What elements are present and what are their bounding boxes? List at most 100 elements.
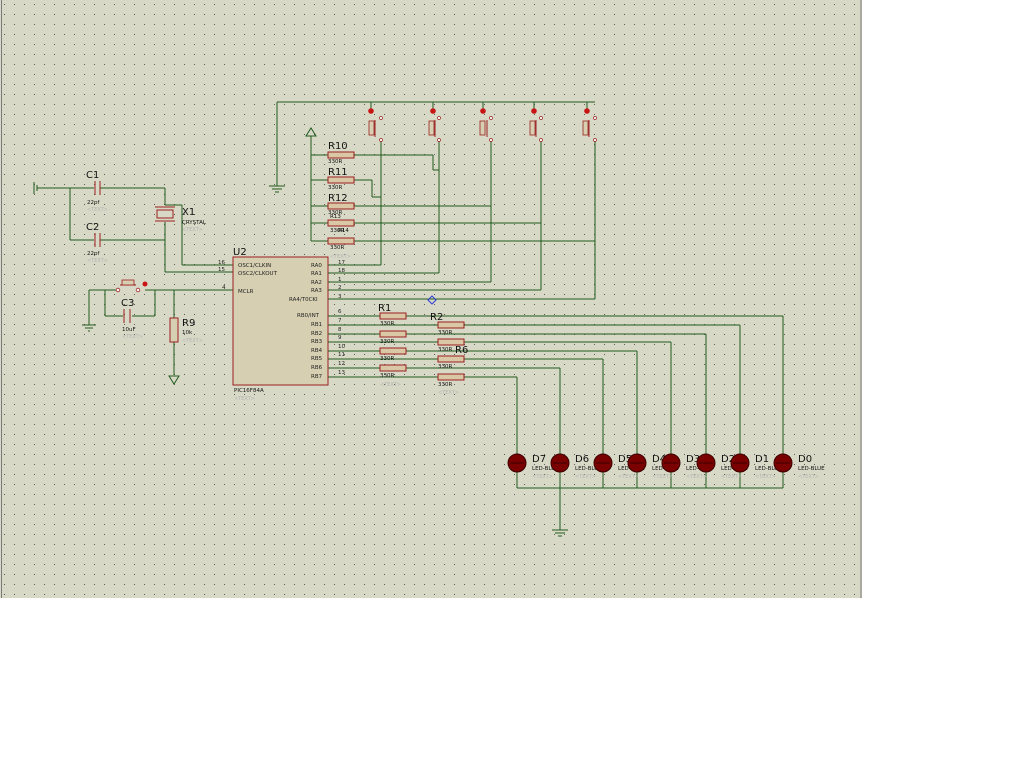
led-text: <TEXT> bbox=[532, 474, 553, 480]
led-resistor-r8[interactable] bbox=[437, 373, 465, 381]
mcu-pin-rb3-num: 9 bbox=[338, 335, 342, 341]
push-button-3[interactable] bbox=[479, 108, 493, 142]
r12-value: 330R bbox=[328, 210, 342, 216]
led-d3[interactable] bbox=[661, 453, 681, 473]
resistor-r14[interactable] bbox=[327, 237, 355, 245]
schematic-sheet[interactable]: C1 22pf <TEXT> C2 22pf <TEXT> X1 CRYSTAL… bbox=[0, 0, 862, 598]
led-ref: D0 bbox=[798, 454, 812, 465]
led-text: <TEXT> bbox=[652, 474, 673, 480]
resistor-r10[interactable] bbox=[327, 151, 355, 159]
x1-ref: X1 bbox=[182, 207, 195, 218]
led-text: <TEXT> bbox=[721, 474, 742, 480]
led-resistor-r2[interactable] bbox=[437, 321, 465, 329]
mcu-pin-osc1-name: OSC1/CLKIN bbox=[238, 263, 271, 269]
c1-ref: C1 bbox=[86, 170, 99, 181]
mcu-pin-osc1-num: 16 bbox=[218, 260, 225, 266]
c1-value: 22pf bbox=[87, 200, 100, 206]
mcu-pin-ra0-num: 17 bbox=[338, 260, 345, 266]
capacitor-c2[interactable] bbox=[94, 233, 101, 247]
led-d1[interactable] bbox=[730, 453, 750, 473]
led-d2[interactable] bbox=[696, 453, 716, 473]
crystal-x1[interactable] bbox=[155, 206, 175, 222]
led-ref: D5 bbox=[618, 454, 632, 465]
mcu-pin-ra2-name: RA2 bbox=[311, 280, 322, 286]
mcu-pin-rb3-name: RB3 bbox=[311, 339, 323, 345]
led-d0[interactable] bbox=[773, 453, 793, 473]
mcu-pin-rb1-name: RB1 bbox=[311, 322, 322, 328]
resistor-r9[interactable] bbox=[169, 317, 179, 343]
push-button-4[interactable] bbox=[529, 108, 543, 142]
led-resistor-r6[interactable] bbox=[437, 355, 465, 363]
c3-value: 10uF bbox=[122, 327, 136, 333]
resistor-r13[interactable] bbox=[327, 219, 355, 227]
c3-ref: C3 bbox=[121, 298, 134, 309]
led-resistor-r3[interactable] bbox=[379, 330, 407, 338]
led-d7[interactable] bbox=[507, 453, 527, 473]
led-text: <TEXT> bbox=[755, 474, 776, 480]
mcu-u2[interactable] bbox=[232, 256, 329, 386]
resistor-r11[interactable] bbox=[327, 176, 355, 184]
mcu-pin-ra2-num: 1 bbox=[338, 277, 342, 283]
led-wires bbox=[328, 315, 784, 488]
led-resistor-value: 330R bbox=[380, 356, 394, 362]
led-resistor-ref: R6 bbox=[455, 345, 468, 356]
mcu-pin-rb1-num: 7 bbox=[338, 318, 342, 324]
led-ref: D4 bbox=[652, 454, 666, 465]
mcu-ref: U2 bbox=[233, 247, 247, 258]
r9-text: <TEXT> bbox=[182, 338, 203, 344]
led-ref: D6 bbox=[575, 454, 589, 465]
led-resistor-r7[interactable] bbox=[379, 364, 407, 372]
led-resistor-r1[interactable] bbox=[379, 312, 407, 320]
led-d4[interactable] bbox=[627, 453, 647, 473]
probe-marker bbox=[427, 295, 437, 305]
schematic-canvas[interactable]: C1 22pf <TEXT> C2 22pf <TEXT> X1 CRYSTAL… bbox=[0, 0, 862, 598]
mcu-pin-ra1-name: RA1 bbox=[311, 271, 322, 277]
c2-text: <TEXT> bbox=[87, 258, 108, 264]
mcu-pin-rb5-name: RB5 bbox=[311, 356, 323, 362]
led-d6[interactable] bbox=[550, 453, 570, 473]
mcu-part: PIC16F84A bbox=[234, 388, 264, 394]
mcu-pin-osc2-num: 15 bbox=[218, 267, 225, 273]
mcu-pin-rb2-num: 8 bbox=[338, 327, 342, 333]
led-text: <TEXT> bbox=[798, 474, 819, 480]
led-resistor-value: 330R bbox=[380, 321, 394, 327]
led-type: LED-BLUE bbox=[532, 466, 559, 472]
mcu-pin-mclr-num: 4 bbox=[222, 285, 226, 291]
led-resistor-r4[interactable] bbox=[437, 338, 465, 346]
reset-switch[interactable] bbox=[115, 279, 148, 293]
led-resistor-value: 330R bbox=[438, 364, 452, 370]
led-type: LED-BLUE bbox=[755, 466, 782, 472]
r10-value: 330R bbox=[328, 159, 342, 165]
r9-value: 10k bbox=[182, 330, 193, 336]
led-d5[interactable] bbox=[593, 453, 613, 473]
led-resistor-r5[interactable] bbox=[379, 347, 407, 355]
capacitor-c1[interactable] bbox=[94, 181, 101, 195]
led-resistor-group: 330R330R330R330R330R330R330R330RR1R2R6<T… bbox=[378, 303, 468, 396]
r11-value: 330R bbox=[328, 185, 342, 191]
mcu-pin-rb4-name: RB4 bbox=[311, 348, 323, 354]
led-resistor-ref: R1 bbox=[378, 303, 391, 314]
led-text: <TEXT> bbox=[575, 474, 596, 480]
push-button-2[interactable] bbox=[428, 108, 441, 142]
resistor-r12[interactable] bbox=[327, 202, 355, 210]
x1-value: CRYSTAL bbox=[182, 220, 207, 226]
mcu-right-pins: RA0 RA1 RA2 RA3 RA4/T0CKI RB0/INT RB1 RB… bbox=[289, 260, 345, 380]
r11-ref: R11 bbox=[328, 167, 348, 178]
push-button-5[interactable] bbox=[582, 108, 597, 142]
mcu-pin-rb7-num: 13 bbox=[338, 370, 345, 376]
c2-value: 22pf bbox=[87, 251, 100, 257]
push-button-1[interactable] bbox=[368, 108, 383, 142]
led-type: LED-BLUE bbox=[798, 466, 825, 472]
mcu-pin-ra4-num: 3 bbox=[338, 294, 342, 300]
mcu-pin-ra4-name: RA4/T0CKI bbox=[289, 297, 318, 303]
capacitor-c3[interactable] bbox=[123, 309, 131, 323]
c1-text: <TEXT> bbox=[87, 207, 108, 213]
led-ref: D7 bbox=[532, 454, 546, 465]
led-resistor-value: 330R bbox=[380, 373, 394, 379]
mcu-pin-ra1-num: 18 bbox=[338, 268, 345, 274]
r14-value: 330R bbox=[330, 245, 344, 251]
r13-ref: R13 bbox=[330, 214, 341, 220]
mcu-pin-rb2-name: RB2 bbox=[311, 331, 322, 337]
reset-circuit bbox=[82, 289, 233, 385]
mcu-pin-rb5-num: 11 bbox=[338, 352, 345, 358]
